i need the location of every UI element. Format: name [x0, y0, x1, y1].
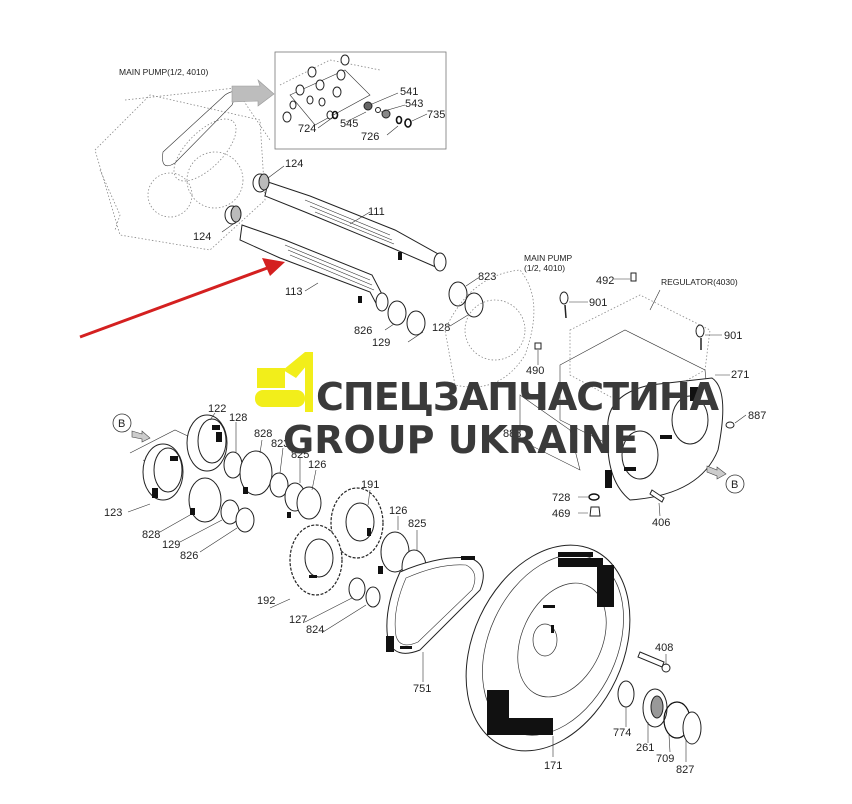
main-pump-caption-right-sub: (1/2, 4010) [524, 263, 565, 273]
part-label[interactable]: 406 [652, 517, 670, 529]
excavator-logo-icon [255, 352, 313, 412]
part-label[interactable]: 825 [408, 518, 426, 530]
pin-887[interactable] [725, 421, 735, 429]
gear-191[interactable] [330, 487, 384, 559]
view-marker-right [725, 474, 745, 494]
part-label[interactable]: 751 [413, 683, 431, 695]
part-label[interactable]: 824 [306, 624, 324, 636]
part-label[interactable]: 271 [731, 369, 749, 381]
part-label[interactable]: 111 [368, 206, 385, 218]
pointer-arrow [79, 258, 285, 339]
plug-492[interactable] [630, 272, 637, 282]
pump-housing-271[interactable] [519, 294, 724, 501]
part-label[interactable]: 901 [589, 297, 607, 309]
main-pump-caption-top: MAIN PUMP(1/2, 4010) [119, 67, 208, 77]
part-label[interactable]: 541 [400, 86, 418, 98]
watermark-line1: СПЕЦЗАПЧАСТИНА [316, 375, 720, 419]
part-label[interactable]: 469 [552, 508, 570, 520]
part-label[interactable]: 490 [526, 365, 544, 377]
part-label[interactable]: 123 [104, 507, 122, 519]
part-label[interactable]: 826 [180, 550, 198, 562]
plug-469[interactable] [589, 506, 601, 517]
part-label[interactable]: 261 [636, 742, 654, 754]
part-label[interactable]: 825 [291, 449, 309, 461]
rings-shaft-end[interactable] [387, 281, 484, 336]
part-label[interactable]: 122 [208, 403, 226, 415]
bolt-408[interactable] [637, 651, 671, 673]
regulator-caption: REGULATOR(4030) [661, 277, 738, 287]
part-label[interactable]: 826 [354, 325, 372, 337]
main-pump-caption-right: MAIN PUMP [524, 253, 573, 263]
rings-left-group[interactable] [188, 450, 322, 533]
part-label[interactable]: 126 [389, 505, 407, 517]
seal-774[interactable] [617, 680, 635, 708]
part-label[interactable]: 887 [748, 410, 766, 422]
view-marker-right-label: B [731, 479, 738, 491]
part-label[interactable]: 828 [254, 428, 272, 440]
view-marker-left [112, 413, 132, 433]
part-label[interactable]: 828 [142, 529, 160, 541]
part-label[interactable]: 192 [257, 595, 275, 607]
bolt-406[interactable] [649, 489, 665, 503]
plug-490[interactable] [534, 342, 542, 350]
gasket-751[interactable] [386, 556, 484, 654]
watermark-line2: GROUP UKRAINE [283, 418, 639, 462]
o-ring-728[interactable] [588, 493, 600, 501]
snap-ring-827[interactable] [682, 711, 702, 745]
part-label[interactable]: 191 [361, 479, 379, 491]
part-label[interactable]: 709 [656, 753, 674, 765]
part-label[interactable]: 408 [655, 642, 673, 654]
part-label[interactable]: 888 [503, 428, 521, 440]
part-label[interactable]: 827 [676, 764, 694, 776]
part-label[interactable]: 545 [340, 118, 358, 130]
gear-192[interactable] [289, 524, 343, 596]
view-arrow-left [131, 430, 151, 443]
part-label[interactable]: 823 [478, 271, 496, 283]
part-label[interactable]: 129 [372, 337, 390, 349]
cover-171[interactable] [434, 518, 661, 777]
part-label[interactable]: 728 [552, 492, 570, 504]
bearing-122[interactable] [186, 414, 228, 472]
seal-261[interactable] [642, 688, 668, 728]
bearing-124[interactable] [224, 173, 270, 225]
part-label[interactable]: 128 [229, 412, 247, 424]
shaft-111[interactable] [264, 181, 447, 272]
part-label[interactable]: 492 [596, 275, 614, 287]
part-label[interactable]: 823 [271, 438, 289, 450]
part-label[interactable]: 127 [289, 614, 307, 626]
bearing-123[interactable] [142, 443, 184, 501]
view-marker-left-label: B [118, 418, 125, 430]
part-label[interactable]: 171 [544, 760, 562, 772]
part-label[interactable]: 735 [427, 109, 445, 121]
part-label[interactable]: 543 [405, 98, 423, 110]
part-label[interactable]: 726 [361, 131, 379, 143]
inset-callout-arrow [231, 79, 275, 107]
view-arrow-right [706, 465, 727, 480]
part-label[interactable]: 128 [432, 322, 450, 334]
eyebolt-901[interactable] [559, 291, 705, 350]
main-pump-ghost-drawing [94, 87, 271, 251]
part-label[interactable]: 124 [285, 158, 303, 170]
inset-detail-box [274, 51, 447, 150]
main-pump-right-ghost [444, 269, 535, 388]
watermark: СПЕЦЗАПЧАСТИНА GROUP UKRAINE [255, 352, 721, 462]
part-label[interactable]: 126 [308, 459, 326, 471]
part-label[interactable]: 724 [298, 123, 316, 135]
shaft-113[interactable] [239, 224, 389, 312]
part-label[interactable]: 774 [613, 727, 631, 739]
part-label[interactable]: 124 [193, 231, 211, 243]
part-label[interactable]: 901 [724, 330, 742, 342]
part-label[interactable]: 113 [285, 286, 303, 298]
part-label[interactable]: 129 [162, 539, 180, 551]
